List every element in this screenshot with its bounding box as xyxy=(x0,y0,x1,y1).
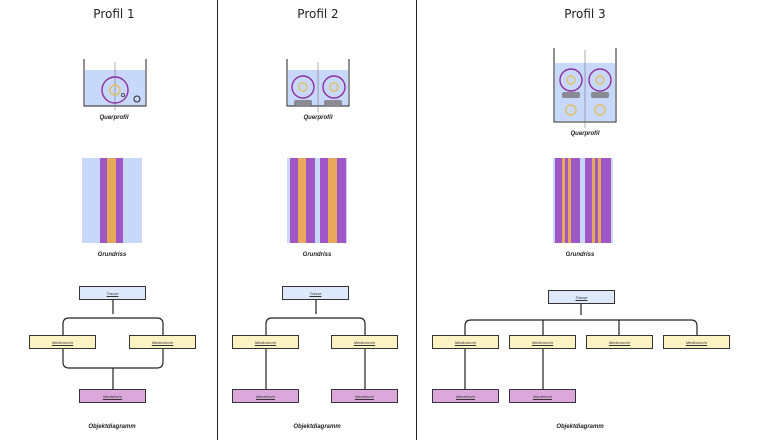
profile-3-connectors xyxy=(464,304,698,389)
trasse-node[interactable]: Trasse xyxy=(282,286,349,300)
mantelrohr-node[interactable]: Mantelrohr xyxy=(331,389,398,403)
profile-1-plan xyxy=(82,158,142,243)
mediumrohr-node[interactable]: Mediumrohr xyxy=(432,335,499,349)
profile-2-plan xyxy=(287,158,347,243)
mantelrohr-node[interactable]: Mantelrohr xyxy=(509,389,576,403)
mediumrohr-node[interactable]: Mediumrohr xyxy=(331,335,398,349)
profile-1-plan-label: Grundriss xyxy=(97,252,127,258)
mediumrohr-node[interactable]: Mediumrohr xyxy=(29,335,96,349)
mantelrohr-node[interactable]: Mantelrohr xyxy=(79,389,146,403)
profile-3-cross-section xyxy=(553,48,617,128)
profile-3-diagram-label: Objektdiagramm xyxy=(556,424,604,430)
trasse-node[interactable]: Trasse xyxy=(79,286,146,300)
profile-1-cross-section-label: Querprofil xyxy=(99,115,129,121)
mediumrohr-node[interactable]: Mediumrohr xyxy=(663,335,730,349)
trasse-node[interactable]: Trasse xyxy=(548,290,615,304)
profile-1-connectors xyxy=(62,300,164,389)
column-divider xyxy=(416,0,417,440)
mediumrohr-node[interactable]: Mediumrohr xyxy=(509,335,576,349)
profile-1-cross-section xyxy=(83,59,147,110)
profile-2-title: Profil 2 xyxy=(297,7,339,21)
profile-2-connectors xyxy=(265,300,366,389)
profile-1-diagram-label: Objektdiagramm xyxy=(88,424,136,430)
profile-3-title: Profil 3 xyxy=(564,7,606,21)
column-divider xyxy=(217,0,218,440)
mediumrohr-node[interactable]: Mediumrohr xyxy=(129,335,196,349)
profile-3-cross-section-label: Querprofil xyxy=(570,131,600,137)
profile-2-diagram-label: Objektdiagramm xyxy=(293,424,341,430)
profile-1-title: Profil 1 xyxy=(93,7,135,21)
profile-2-cross-section-label: Querprofil xyxy=(303,115,333,121)
profile-3-plan xyxy=(553,158,613,243)
mantelrohr-node[interactable]: Mantelrohr xyxy=(232,389,299,403)
profile-2-plan-label: Grundriss xyxy=(302,252,332,258)
profile-3-plan-label: Grundriss xyxy=(565,252,595,258)
mediumrohr-node[interactable]: Mediumrohr xyxy=(232,335,299,349)
mediumrohr-node[interactable]: Mediumrohr xyxy=(586,335,653,349)
mantelrohr-node[interactable]: Mantelrohr xyxy=(432,389,499,403)
profile-2-cross-section xyxy=(286,59,350,112)
